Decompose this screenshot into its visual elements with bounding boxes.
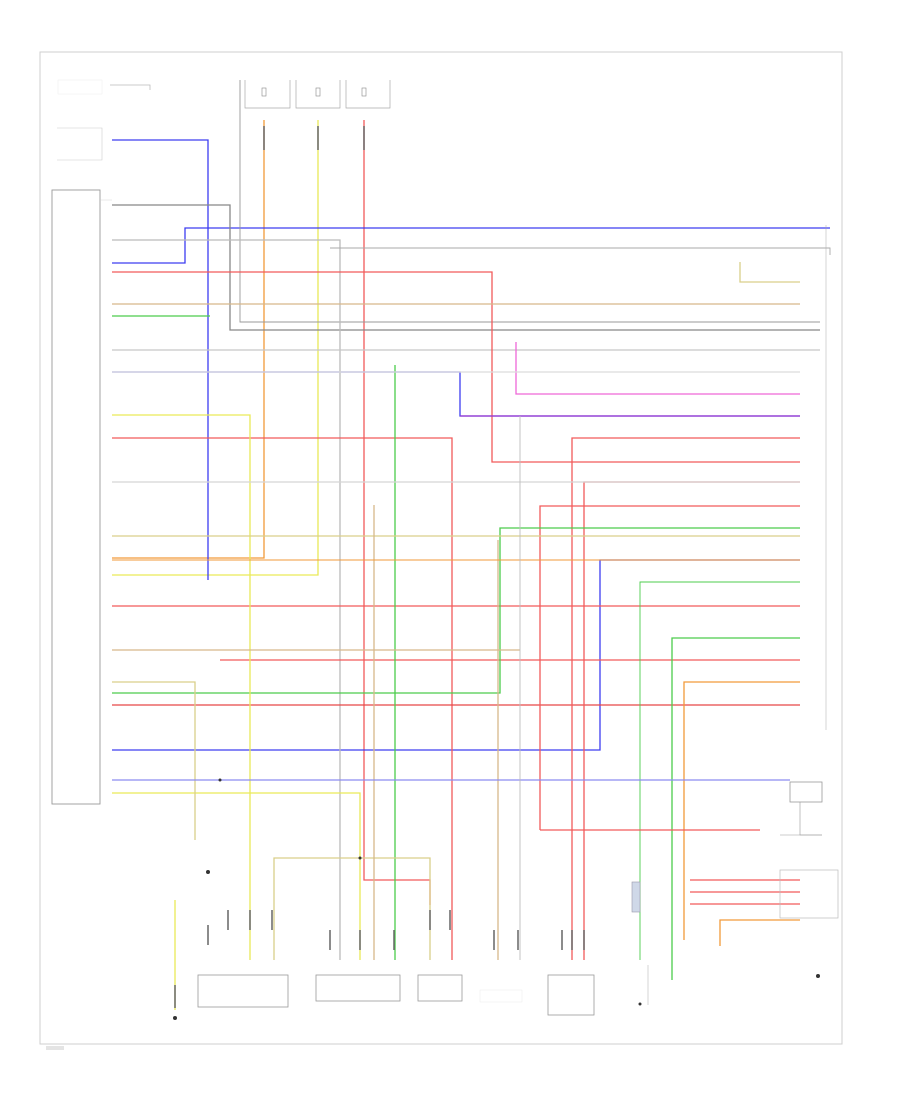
wire-red-6: [539, 505, 800, 830]
wire-blue-2: [112, 227, 830, 264]
wire-pink-1: [515, 342, 800, 395]
fuse-block-top: [244, 80, 391, 109]
wire-red-2: [112, 437, 453, 960]
right-modules: [779, 781, 839, 919]
sensor-box-2: [315, 974, 401, 1002]
module-right-top: [789, 781, 823, 803]
wire-orange-fuse: [112, 120, 265, 559]
wire-yellow-fuse: [112, 120, 319, 576]
diagram-frame: [39, 51, 843, 1045]
wire-yellow-2: [112, 414, 251, 960]
ground-point-1: [206, 870, 210, 874]
sensor-box-4: [479, 989, 523, 1003]
bottom-components: [197, 881, 649, 1016]
ground-point-4: [218, 778, 222, 782]
wire-green-4: [671, 637, 800, 980]
wire-tan-4: [112, 681, 196, 840]
wire-tan-1: [739, 262, 800, 283]
wire-gray-1: [112, 239, 341, 960]
wire-gray-3: [330, 247, 831, 255]
sensor-box-5: [547, 974, 595, 1016]
wire-tan-3: [273, 857, 431, 960]
wire-green-3: [112, 527, 800, 694]
connector-top-left: [57, 79, 151, 161]
ground-symbols: [173, 778, 820, 1020]
wire-blue-bottom: [112, 559, 800, 751]
ground-point-2: [173, 1016, 177, 1020]
wire-orange-3: [719, 919, 800, 946]
wire-yellow-3: [112, 792, 361, 960]
wire-blue-top: [112, 139, 209, 580]
sensor-box-3: [417, 974, 463, 1002]
wire-green-5: [639, 581, 800, 960]
wire-red-7: [571, 437, 800, 960]
instrument-cluster: [51, 189, 112, 805]
ground-point-5: [358, 856, 362, 860]
ground-point-3: [816, 974, 820, 978]
wire-black-1: [112, 204, 820, 331]
ground-point-6: [638, 1002, 642, 1006]
wire-red-1: [112, 271, 800, 463]
sensor-box-1: [197, 974, 289, 1008]
bottom-pin-stubs: [174, 126, 585, 1008]
wire-red-8: [583, 481, 800, 960]
wire-orange-2: [683, 681, 800, 940]
wires: [112, 80, 831, 1010]
figure-ref-mark: [46, 1046, 64, 1050]
wire-black-2: [239, 80, 820, 323]
module-right-mid: [779, 869, 839, 919]
